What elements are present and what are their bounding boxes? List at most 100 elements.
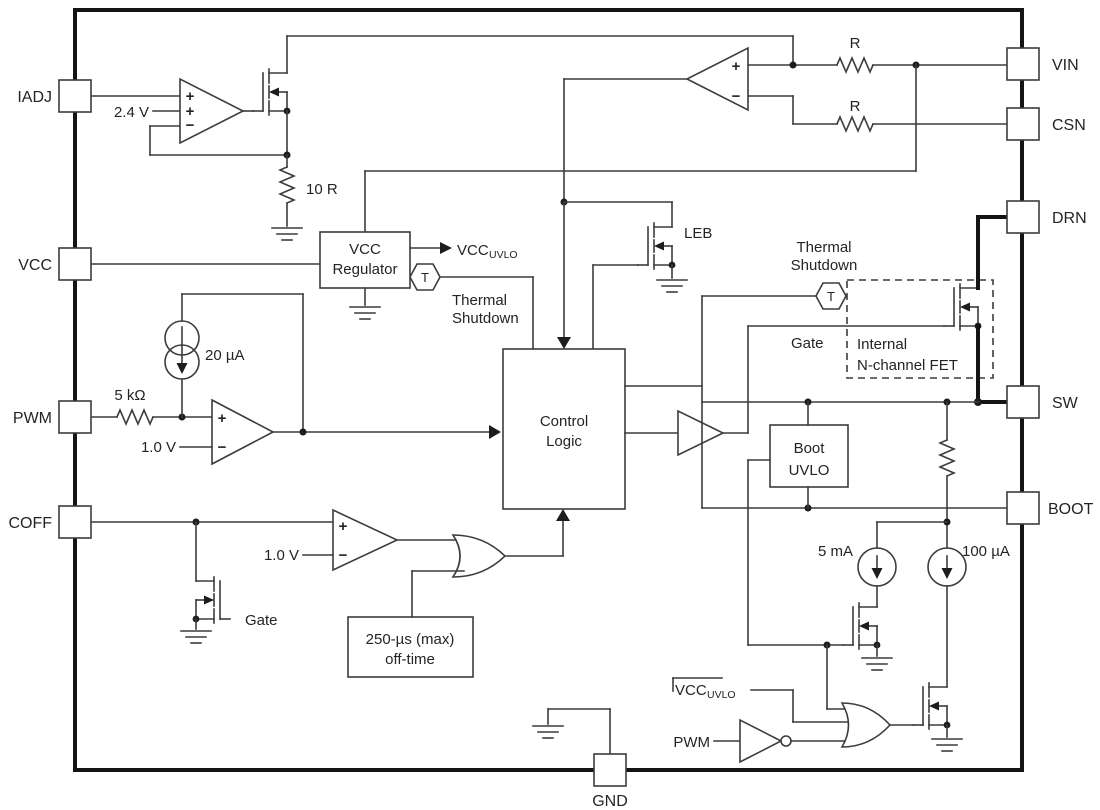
thermal-shutdown-left-2: Shutdown	[452, 310, 519, 327]
ref-1v0-pwm-label: 1.0 V	[141, 439, 176, 456]
off-time-line2: off-time	[385, 651, 435, 668]
pin-iadj-label: IADJ	[17, 89, 52, 106]
ground-icon	[931, 738, 963, 752]
pin-csn-label: CSN	[1052, 117, 1086, 134]
control-logic-section: Control Logic	[502, 201, 626, 510]
coff-mosfet	[191, 576, 231, 624]
op-amp-minus: −	[186, 117, 195, 134]
sense-comp-minus: −	[732, 88, 741, 105]
ground-icon	[349, 306, 381, 320]
pin-boot	[1006, 491, 1040, 525]
mirror-mosfet	[252, 68, 292, 116]
pin-csn	[1006, 107, 1040, 141]
pin-iadj	[58, 79, 92, 113]
pwm-comp-plus: +	[218, 410, 227, 427]
leb-mosfet	[637, 222, 677, 270]
control-logic-line1: Control	[540, 413, 588, 430]
resistor-5k-label: 5 kΩ	[114, 387, 145, 404]
vcc-regulator-line1: VCC	[349, 241, 381, 258]
vcc-uvlo-sub: UVLO	[489, 249, 518, 261]
coff-comparator	[332, 508, 399, 572]
pin-pwm-label: PWM	[13, 410, 52, 427]
vcc-uvlo-bar-sub: UVLO	[707, 689, 736, 701]
resistor-5k	[116, 409, 154, 425]
sw-boot-resistor	[939, 439, 955, 477]
current-100ua-label: 100 µA	[962, 543, 1010, 560]
resistor-r-bottom-label: R	[850, 98, 861, 115]
pwm-comparator	[211, 398, 275, 466]
vcc-uvlo-label: VCC	[457, 242, 489, 259]
vcc-regulator-block	[319, 231, 411, 289]
pin-gnd-label: GND	[592, 793, 628, 810]
current-source-100ua	[927, 547, 967, 587]
pin-pwm	[58, 400, 92, 434]
iadj-op-amp	[179, 77, 245, 145]
gate-label-coff: Gate	[245, 612, 278, 629]
coff-comp-minus: −	[339, 547, 348, 564]
boot-logic-section: VCC UVLO PWM	[672, 644, 914, 764]
pin-vin-label: VIN	[1052, 57, 1079, 74]
inverter-bubble-icon	[780, 735, 792, 747]
pin-sw	[1006, 385, 1040, 419]
thermal-shutdown-left-1: Thermal	[452, 292, 507, 309]
internal-fet-boundary	[846, 279, 994, 379]
boot-uvlo-line1: Boot	[794, 440, 826, 457]
gnd-section	[532, 708, 611, 755]
coff-section: Gate + − 1.0 V 250-µs (max) off-time	[90, 508, 570, 678]
off-time-line1: 250-µs (max)	[366, 631, 455, 648]
gate-buffer	[677, 409, 725, 457]
thermal-shutdown-right-1: Thermal	[796, 239, 851, 256]
internal-fet-line2: N-channel FET	[857, 357, 958, 374]
boot-uvlo-line2: UVLO	[789, 462, 830, 479]
pwm-comparator-section: 5 kΩ 20 µA + − 1.0 V	[90, 293, 501, 466]
coff-comp-plus: +	[339, 518, 348, 535]
pin-coff-label: COFF	[8, 515, 52, 532]
ground-icon	[180, 630, 212, 644]
pin-drn	[1006, 200, 1040, 234]
ground-icon	[271, 227, 303, 241]
pin-boot-label: BOOT	[1048, 501, 1094, 518]
sense-comp-plus: +	[732, 58, 741, 75]
boot-uvlo-block	[769, 424, 849, 488]
resistor-r-top-label: R	[850, 35, 861, 52]
thermal-shutdown-right-2: Shutdown	[791, 257, 858, 274]
boot-or-gate	[841, 702, 891, 748]
current-20ua-label: 20 µA	[205, 347, 245, 364]
thermal-t-left: T	[421, 270, 429, 285]
control-logic-block	[502, 348, 626, 510]
pin-vcc	[58, 247, 92, 281]
current-5ma-label: 5 mA	[818, 543, 853, 560]
resistor-10r-label: 10 R	[306, 181, 338, 198]
pwm-inverter	[739, 718, 783, 764]
resistor-10r	[279, 166, 295, 204]
iadj-current-setting-section: + + − 10 R 2.4 V	[90, 35, 794, 241]
boot-charge-mosfet	[842, 602, 882, 650]
current-source-5ma	[857, 547, 897, 587]
pin-coff	[58, 505, 92, 539]
pin-vcc-label: VCC	[18, 257, 52, 274]
op-amp-plus1: +	[186, 88, 195, 105]
sense-comparator	[685, 46, 749, 112]
pin-gnd	[593, 753, 627, 787]
resistor-r-bottom	[836, 116, 874, 132]
off-time-block	[347, 616, 474, 678]
pwm-inv-label: PWM	[673, 734, 710, 751]
gate-label-fet: Gate	[791, 335, 824, 352]
leb-label: LEB	[684, 225, 712, 242]
internal-fet-section: Internal N-channel FET	[846, 215, 1009, 406]
thermal-t-right: T	[827, 289, 835, 304]
current-sense-section: + − R R	[364, 35, 1008, 233]
op-amp-plus2: +	[186, 103, 195, 120]
internal-nchannel-fet	[943, 283, 983, 331]
ground-icon	[861, 657, 893, 671]
ref-2v4-label: 2.4 V	[114, 104, 149, 121]
vcc-regulator-section: VCC Regulator VCC UVLO T Thermal Shutdow…	[90, 231, 534, 350]
pin-drn-label: DRN	[1052, 210, 1087, 227]
internal-fet-line1: Internal	[857, 336, 907, 353]
vcc-regulator-line2: Regulator	[332, 261, 397, 278]
control-logic-line2: Logic	[546, 433, 582, 450]
boot-discharge-mosfet	[912, 682, 952, 730]
bootstrap-section: Boot UVLO 5 mA 100 µA	[701, 398, 1010, 752]
